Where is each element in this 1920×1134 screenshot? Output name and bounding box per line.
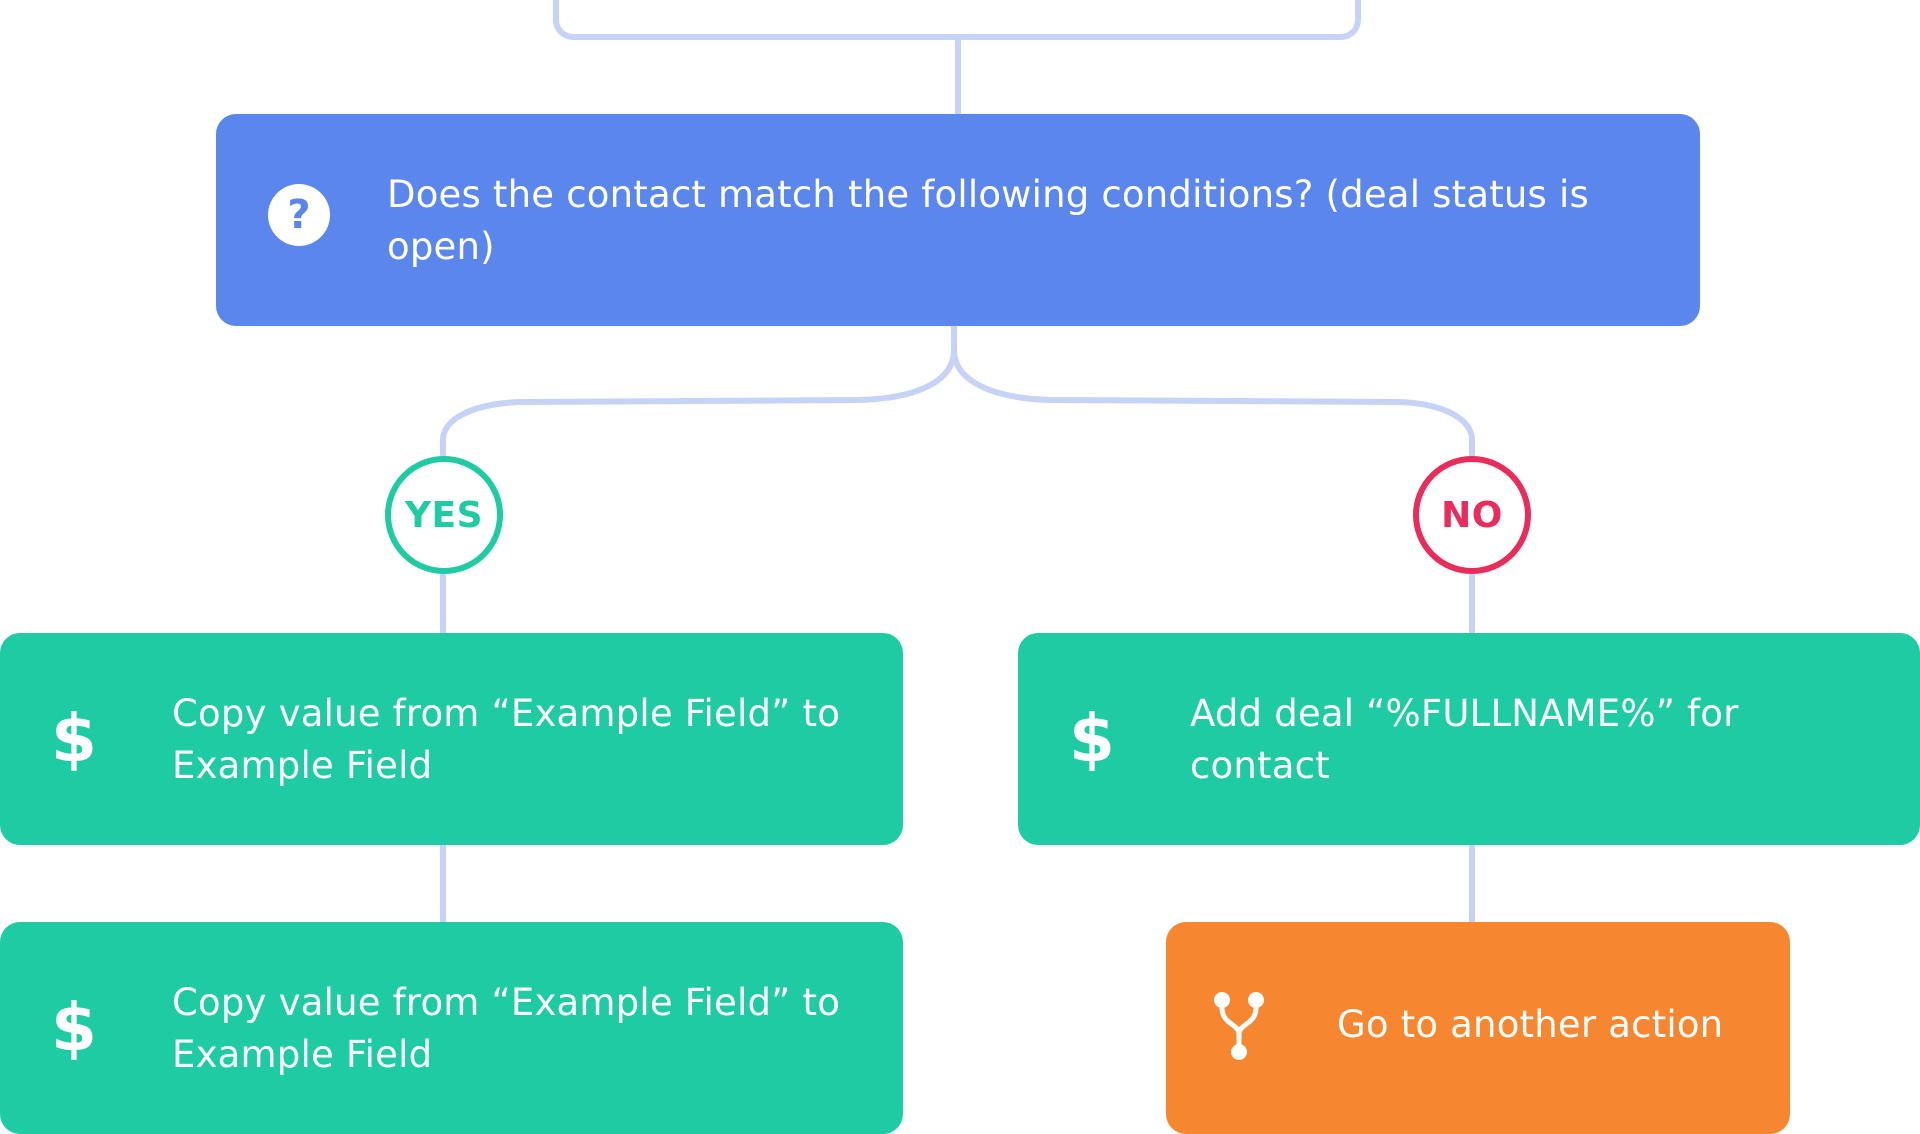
no-action-add-deal[interactable]: $ Add deal “%FULLNAME%” for contact: [1018, 633, 1920, 845]
previous-step-box[interactable]: [553, 0, 1361, 40]
dollar-icon: $: [51, 989, 97, 1066]
dollar-icon: $: [1069, 700, 1115, 777]
svg-text:?: ?: [287, 192, 310, 238]
no-action-go-to-another-action[interactable]: Go to another action: [1166, 922, 1790, 1134]
action-text: Add deal “%FULLNAME%” for contact: [1190, 692, 1739, 787]
question-circle-icon: ?: [268, 184, 330, 246]
dollar-icon: $: [51, 700, 97, 777]
no-branch-badge: NO: [1413, 456, 1531, 574]
yes-action-copy-field-1[interactable]: $ Copy value from “Example Field” to Exa…: [0, 633, 903, 845]
split-icon: [1212, 990, 1266, 1062]
action-text: Go to another action: [1337, 1003, 1724, 1046]
connector-lines: [440, 37, 1475, 925]
action-text: Copy value from “Example Field” to Examp…: [172, 981, 841, 1076]
yes-branch-badge: YES: [385, 456, 503, 574]
condition-text: Does the contact match the following con…: [387, 173, 1589, 268]
yes-action-copy-field-2[interactable]: $ Copy value from “Example Field” to Exa…: [0, 922, 903, 1134]
action-text: Copy value from “Example Field” to Examp…: [172, 692, 841, 787]
condition-node[interactable]: ? Does the contact match the following c…: [216, 114, 1700, 326]
